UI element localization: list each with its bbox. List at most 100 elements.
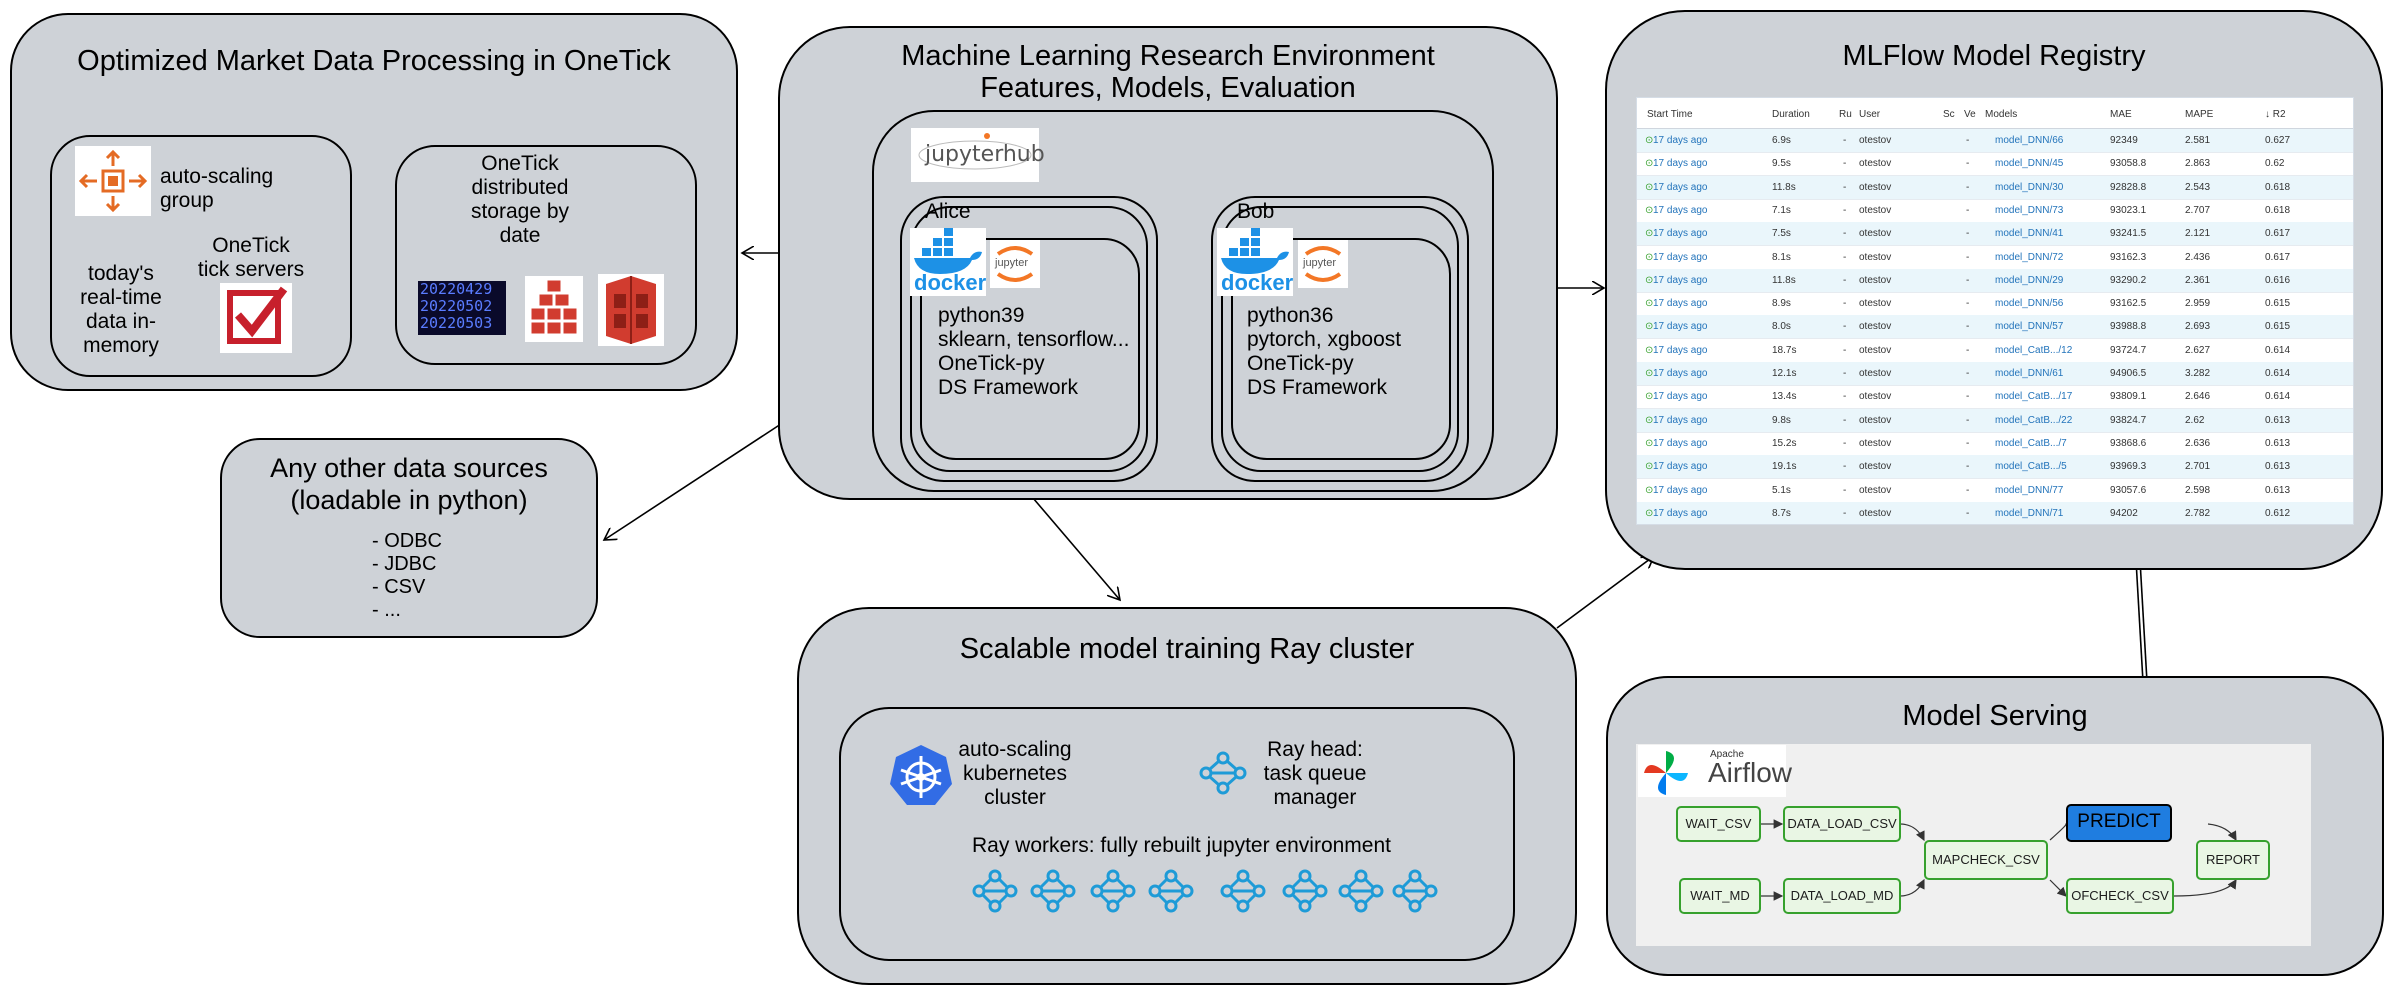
run-start-time[interactable]: 17 days ago bbox=[1653, 507, 1708, 519]
run-model-link[interactable]: model_DNN/66 bbox=[1995, 135, 2064, 146]
run-model-link[interactable]: model_DNN/71 bbox=[1995, 507, 2064, 519]
run-model-link[interactable]: model_DNN/30 bbox=[1995, 181, 2064, 193]
run-model-link[interactable]: model_DNN/29 bbox=[1995, 274, 2064, 286]
run-model-link[interactable]: model_CatB.../5 bbox=[1995, 461, 2067, 473]
ray-worker-icon bbox=[972, 868, 1018, 914]
run-model-link[interactable]: model_CatB.../17 bbox=[1995, 391, 2073, 403]
airflow-label: Airflow bbox=[1708, 757, 1793, 788]
run-start-time[interactable]: 17 days ago bbox=[1653, 344, 1708, 356]
mlre-title-line2: Features, Models, Evaluation bbox=[980, 72, 1356, 104]
run-mape: 2.361 bbox=[2185, 274, 2211, 286]
run-model-link[interactable]: model_DNN/56 bbox=[1995, 298, 2064, 310]
run-mape: 2.707 bbox=[2185, 204, 2211, 216]
run-start-time[interactable]: 17 days ago bbox=[1653, 368, 1708, 379]
mlflow-column-header[interactable]: MAPE bbox=[2185, 109, 2214, 120]
run-r2: 0.616 bbox=[2265, 274, 2291, 286]
ray-inner-box bbox=[839, 707, 1515, 961]
run-status: - bbox=[1843, 391, 1847, 403]
run-mape: 2.782 bbox=[2185, 507, 2211, 519]
run-start-time[interactable]: 17 days ago bbox=[1653, 461, 1708, 473]
run-duration: 8.9s bbox=[1772, 298, 1791, 310]
run-start-time[interactable]: 17 days ago bbox=[1653, 391, 1708, 403]
other-data-sources-panel: Any other data sources (loadable in pyth… bbox=[220, 438, 598, 638]
run-r2: 0.627 bbox=[2265, 135, 2291, 146]
mlflow-column-header[interactable]: Start Time bbox=[1647, 109, 1693, 120]
dag-node-report[interactable]: REPORT bbox=[2196, 840, 2270, 880]
run-start-time[interactable]: 17 days ago bbox=[1653, 484, 1708, 496]
mlflow-column-header[interactable]: Models bbox=[1985, 109, 2018, 120]
run-start-time[interactable]: 17 days ago bbox=[1653, 274, 1708, 286]
run-model-link[interactable]: model_DNN/72 bbox=[1995, 251, 2064, 263]
run-source: - bbox=[1966, 391, 1970, 403]
run-mape: 2.627 bbox=[2185, 344, 2211, 356]
run-start-time[interactable]: 17 days ago bbox=[1653, 437, 1708, 449]
run-model-link[interactable]: model_DNN/77 bbox=[1995, 484, 2064, 496]
mlflow-column-header[interactable]: User bbox=[1859, 109, 1881, 120]
run-mape: 2.693 bbox=[2185, 321, 2211, 333]
dag-node-wait-md[interactable]: WAIT_MD bbox=[1679, 878, 1761, 914]
run-duration: 6.9s bbox=[1772, 135, 1791, 146]
run-model-link[interactable]: model_CatB.../7 bbox=[1995, 437, 2067, 449]
bob-env-1: pytorch, xgboost bbox=[1247, 328, 1402, 351]
run-start-time[interactable]: 17 days ago bbox=[1653, 181, 1708, 193]
onetick-storage-box bbox=[395, 145, 697, 365]
mlflow-column-header[interactable]: Ru bbox=[1839, 109, 1852, 120]
run-mae: 93058.8 bbox=[2110, 158, 2147, 170]
other-sources-title-line2: (loadable in python) bbox=[290, 485, 528, 515]
dag-node-wait-csv[interactable]: WAIT_CSV bbox=[1676, 806, 1761, 842]
dag-node-data-load-md[interactable]: DATA_LOAD_MD bbox=[1783, 878, 1901, 914]
run-model-link[interactable]: model_DNN/41 bbox=[1995, 228, 2064, 240]
run-start-time[interactable]: 17 days ago bbox=[1653, 135, 1708, 146]
run-start-time[interactable]: 17 days ago bbox=[1653, 204, 1708, 216]
ray-head-label: Ray head: task queue manager bbox=[1263, 738, 1367, 809]
run-start-time[interactable]: 17 days ago bbox=[1653, 228, 1708, 240]
dag-node-ofcheck[interactable]: OFCHECK_CSV bbox=[2066, 878, 2174, 914]
dag-node-mapcheck[interactable]: MAPCHECK_CSV bbox=[1924, 840, 2048, 880]
kubernetes-icon bbox=[888, 742, 954, 808]
mlflow-column-header[interactable]: MAE bbox=[2110, 109, 2132, 120]
run-duration: 7.1s bbox=[1772, 204, 1791, 216]
run-model-link[interactable]: model_DNN/61 bbox=[1995, 368, 2064, 379]
run-start-time[interactable]: 17 days ago bbox=[1653, 251, 1708, 263]
run-start-time[interactable]: 17 days ago bbox=[1653, 321, 1708, 333]
run-start-time[interactable]: 17 days ago bbox=[1653, 414, 1708, 426]
run-start-time[interactable]: 17 days ago bbox=[1653, 158, 1708, 170]
bob-container-mid bbox=[1221, 206, 1459, 472]
run-status: - bbox=[1843, 204, 1847, 216]
run-duration: 11.8s bbox=[1772, 181, 1796, 193]
run-source: - bbox=[1966, 204, 1970, 216]
run-user: otestov bbox=[1859, 298, 1892, 310]
run-model-link[interactable]: model_DNN/57 bbox=[1995, 321, 2064, 333]
run-model-link[interactable]: model_DNN/45 bbox=[1995, 158, 2064, 170]
run-model-link[interactable]: model_DNN/73 bbox=[1995, 204, 2064, 216]
mlflow-column-header[interactable]: ↓ R2 bbox=[2265, 109, 2286, 120]
run-source: - bbox=[1966, 507, 1970, 519]
run-model-link[interactable]: model_CatB.../22 bbox=[1995, 414, 2073, 426]
run-start-time[interactable]: 17 days ago bbox=[1653, 298, 1708, 310]
mlflow-column-header[interactable]: Sc bbox=[1943, 109, 1955, 120]
dag-node-data-load-csv[interactable]: DATA_LOAD_CSV bbox=[1783, 806, 1901, 842]
run-model-link[interactable]: model_CatB.../12 bbox=[1995, 344, 2073, 356]
dag-node-predict[interactable]: PREDICT bbox=[2066, 804, 2172, 842]
mlflow-column-header[interactable]: Ve bbox=[1964, 109, 1976, 120]
autoscaling-group-icon bbox=[75, 146, 151, 216]
mlflow-column-header[interactable]: Duration bbox=[1772, 109, 1810, 120]
run-success-icon: ⊙ bbox=[1645, 461, 1654, 473]
